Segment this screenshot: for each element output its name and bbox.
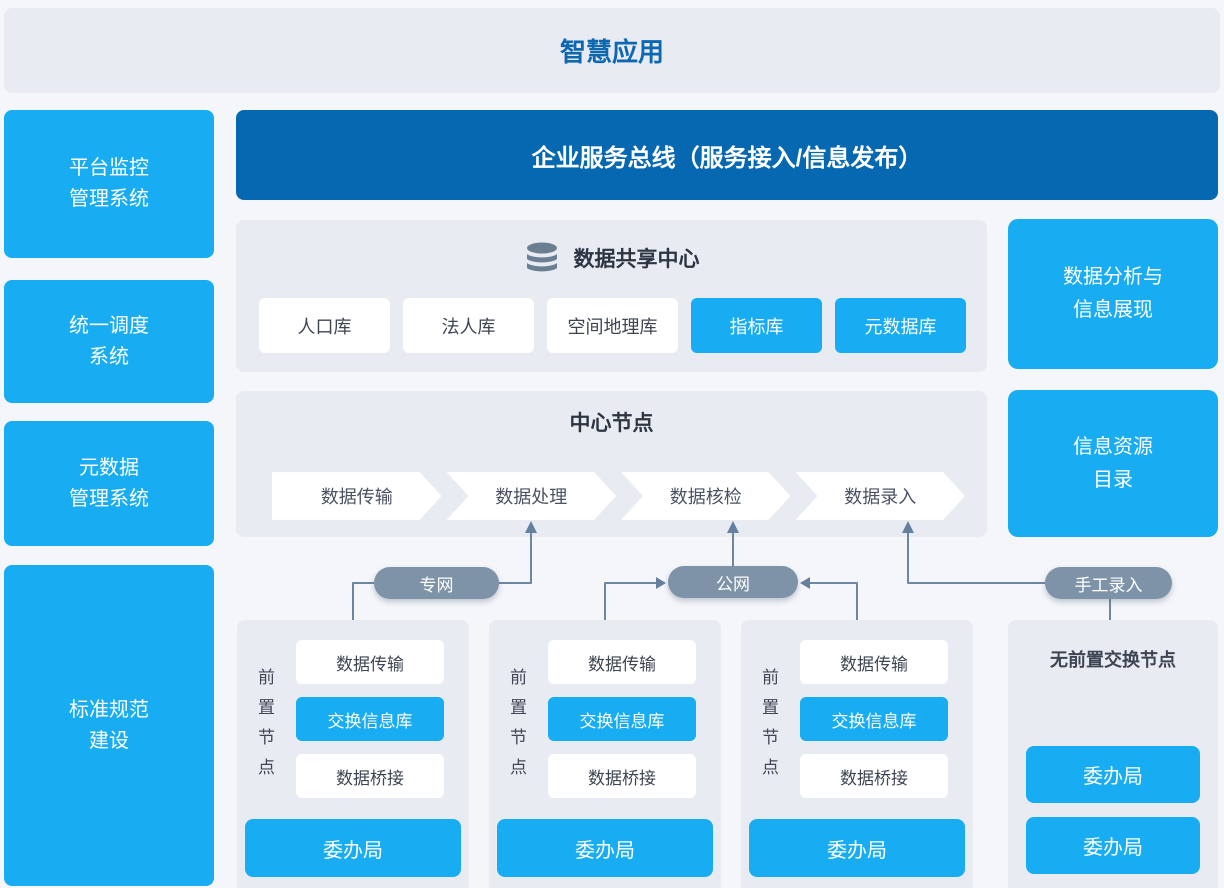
top-banner-title: 智慧应用 [559, 37, 664, 67]
database-icon [526, 242, 557, 272]
flow-step-transfer: 数据传输 [272, 472, 442, 520]
right-box-data-analysis: 数据分析与 信息展现 [1008, 219, 1218, 369]
sidebar-item-metadata-management: 元数据 管理系统 [4, 421, 214, 546]
db-box-indicator: 指标库 [691, 298, 822, 353]
arrowhead-right-public-net [656, 577, 666, 589]
pill-public-network: 公网 [668, 566, 798, 598]
front-node-group-3: 前置节点 数据传输 交换信息库 数据桥接 委办局 [741, 620, 973, 888]
agency-box: 委办局 [1026, 817, 1200, 874]
line-manual-entry-to-entry [907, 531, 1045, 584]
pill-private-network: 专网 [374, 567, 499, 599]
data-center-header: 数据共享中心 [236, 242, 987, 274]
front-node-side-label: 前置节点 [255, 668, 274, 788]
module-data-bridge: 数据桥接 [296, 754, 444, 798]
db-box-legal-entity: 法人库 [403, 298, 534, 353]
pill-manual-entry: 手工录入 [1045, 567, 1172, 599]
line-private-net-to-processing [499, 531, 532, 584]
process-flow: 数据传输 数据处理 数据核检 数据录入 [272, 472, 965, 520]
sidebar-item-standards: 标准规范 建设 [4, 565, 214, 886]
data-center-title: 数据共享中心 [573, 248, 700, 271]
no-front-node-panel: 无前置交换节点 委办局 委办局 [1008, 620, 1218, 888]
agency-box: 委办局 [1026, 746, 1200, 803]
arrowhead-left-public-net [800, 577, 810, 589]
front-node-group-1: 前置节点 数据传输 交换信息库 数据桥接 委办局 [237, 620, 469, 888]
module-data-transfer: 数据传输 [800, 640, 948, 684]
db-box-metadata: 元数据库 [835, 298, 966, 353]
front-node-side-label: 前置节点 [759, 668, 778, 788]
flow-step-verification: 数据核检 [621, 472, 791, 520]
esb-label: 企业服务总线（服务接入/信息发布） [531, 144, 923, 172]
front-node-group-2: 前置节点 数据传输 交换信息库 数据桥接 委办局 [489, 620, 721, 888]
module-data-transfer: 数据传输 [548, 640, 696, 684]
line-group1-to-private-net [352, 582, 374, 620]
module-exchange-info-db: 交换信息库 [800, 697, 948, 741]
right-box-info-resource-catalog: 信息资源 目录 [1008, 390, 1218, 537]
flow-step-entry: 数据录入 [796, 472, 966, 520]
sidebar-item-unified-scheduling: 统一调度 系统 [4, 280, 214, 403]
esb-banner: 企业服务总线（服务接入/信息发布） [236, 110, 1218, 200]
module-exchange-info-db: 交换信息库 [296, 697, 444, 741]
db-box-geospatial: 空间地理库 [547, 298, 678, 353]
no-front-node-title: 无前置交换节点 [1050, 650, 1176, 670]
agency-box: 委办局 [749, 819, 965, 877]
line-group2-to-public-net [604, 582, 657, 620]
agency-box: 委办局 [497, 819, 713, 877]
top-banner: 智慧应用 [4, 8, 1220, 93]
module-data-transfer: 数据传输 [296, 640, 444, 684]
module-data-bridge: 数据桥接 [800, 754, 948, 798]
sidebar-item-platform-monitoring: 平台监控 管理系统 [4, 110, 214, 258]
line-group3-to-public-net [809, 582, 858, 620]
flow-step-processing: 数据处理 [447, 472, 617, 520]
center-node-title: 中心节点 [569, 412, 654, 435]
data-center-panel: 数据共享中心 人口库 法人库 空间地理库 指标库 元数据库 [236, 220, 987, 372]
front-node-side-label: 前置节点 [507, 668, 526, 788]
center-node-panel: 中心节点 数据传输 数据处理 数据核检 数据录入 [236, 391, 987, 537]
module-data-bridge: 数据桥接 [548, 754, 696, 798]
module-exchange-info-db: 交换信息库 [548, 697, 696, 741]
db-box-population: 人口库 [259, 298, 390, 353]
agency-box: 委办局 [245, 819, 461, 877]
